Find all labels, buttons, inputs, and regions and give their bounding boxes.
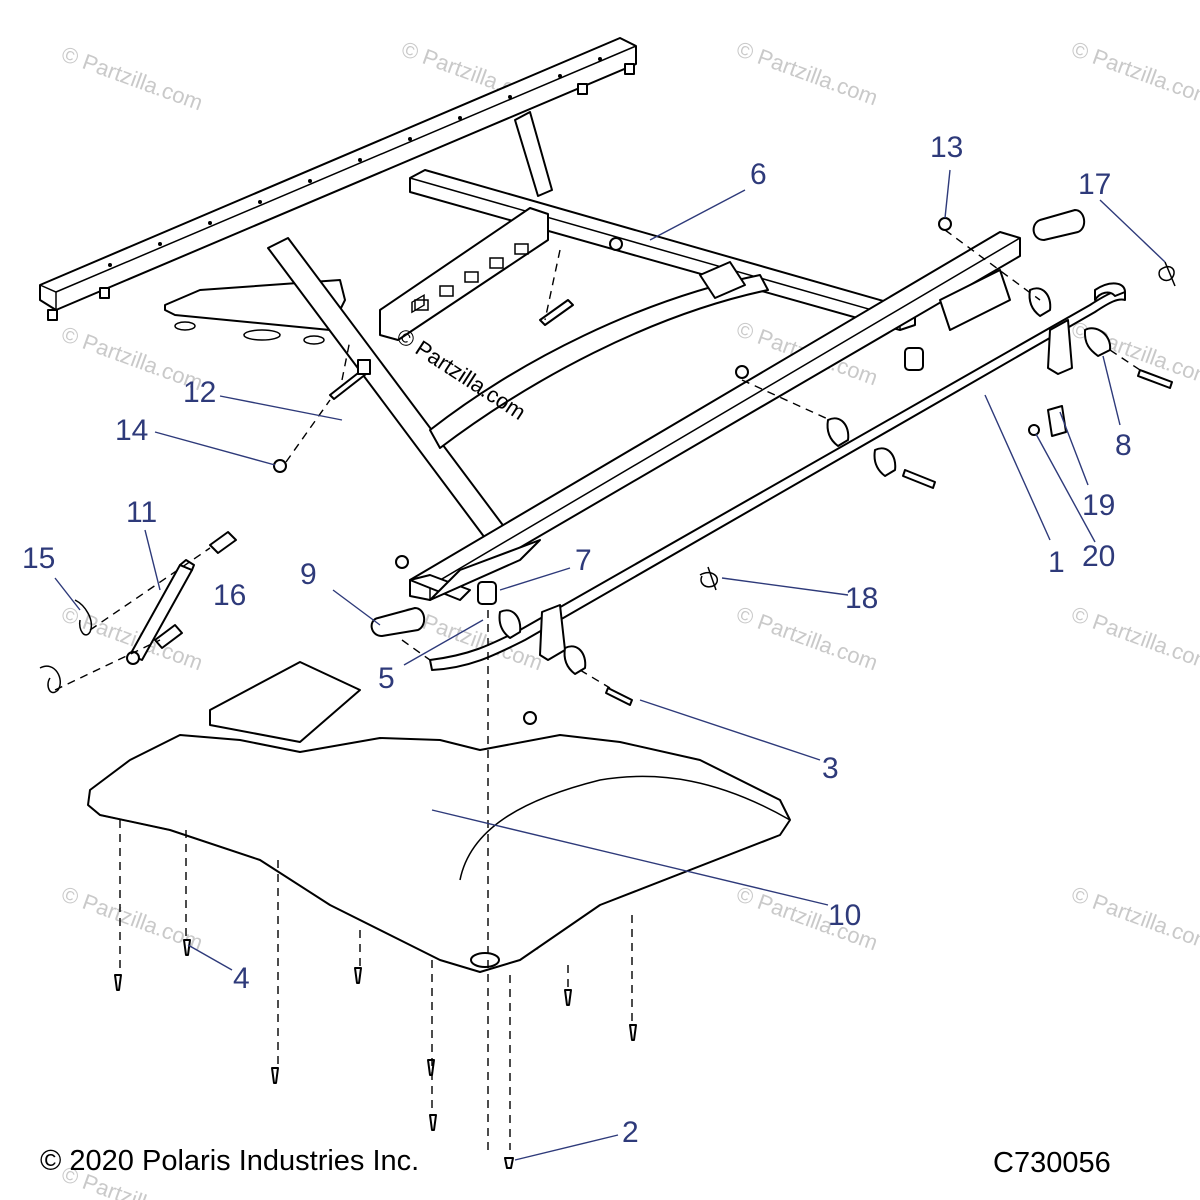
callout-19: 19 [1082,489,1115,522]
callout-3: 3 [822,752,839,785]
callouts: 1 2 3 4 5 6 7 8 9 10 11 12 13 14 15 16 1… [22,131,1132,1149]
gas-strut [126,559,195,665]
callout-16: 16 [213,579,246,612]
callout-20: 20 [1082,540,1115,573]
nut-13 [938,217,952,231]
callout-1: 1 [1048,546,1065,579]
watermark: © Partzilla.com [1068,881,1200,955]
bolt-19 [1047,405,1067,437]
watermark: © Partzilla.com [58,41,206,115]
assembly-lines [54,229,1141,1150]
frame-perforated-bracket [379,207,549,341]
callout-9: 9 [300,558,317,591]
callout-5: 5 [378,662,395,695]
clip-15b [39,665,61,694]
callout-17: 17 [1078,168,1111,201]
watermark: © Partzilla.com [1068,601,1200,675]
skid-plate-body [87,734,791,973]
callout-6: 6 [750,158,767,191]
callout-14: 14 [115,414,148,447]
pin-16b [154,624,183,649]
clip-15 [74,599,92,636]
diagram-code: C730056 [993,1147,1111,1179]
torsion-bar [429,282,1126,671]
leader-lines [54,169,1166,1161]
callout-18: 18 [845,582,878,615]
pin-16 [209,531,237,554]
torsion-bar-rod [429,289,1126,671]
rail-holes [108,57,602,267]
callout-7: 7 [575,544,592,577]
hardware [39,209,1176,1169]
callout-8: 8 [1115,429,1132,462]
bushing-9 [370,607,426,637]
clamp-8 [1083,327,1112,357]
skid-plate [87,661,791,973]
spring-17 [1158,261,1176,287]
frame-bracket-plate [164,279,346,331]
spring-18 [699,566,719,591]
callout-15: 15 [22,542,55,575]
callout-11: 11 [126,496,157,529]
watermark: © Partzilla.com [733,36,881,110]
callout-2: 2 [622,1116,639,1149]
bumper-7 [477,581,497,605]
callout-13: 13 [930,131,963,164]
callout-10: 10 [828,899,861,932]
watermark: © Partzilla.com [1068,316,1200,390]
bar-bracket-left [539,604,566,661]
callout-12: 12 [183,376,216,409]
watermark: © Partzilla.com [1068,36,1200,110]
bar-bracket-right [1047,319,1073,375]
frame-left-rail [39,37,637,311]
nut-20 [1028,424,1040,436]
callout-4: 4 [233,962,250,995]
frame-inner-rail [429,274,769,449]
copyright-text: © 2020 Polaris Industries Inc. [40,1145,420,1177]
bolt-3 [605,687,633,706]
nut-14 [273,459,287,473]
frame-assembly [39,37,1021,601]
skid-plate-flap [209,661,361,743]
